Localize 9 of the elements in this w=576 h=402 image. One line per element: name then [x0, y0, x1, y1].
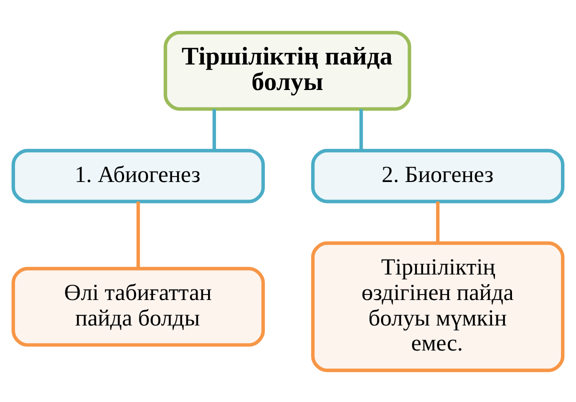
- connector: [359, 108, 363, 150]
- connector: [436, 201, 440, 242]
- node-box: Тіршіліктің өздігінен пайда болуы мүмкін емес.: [311, 240, 564, 372]
- node-box: 2. Биогенез: [311, 148, 564, 203]
- node-box: Тіршіліктің пайда болуы: [164, 30, 412, 110]
- connector: [212, 108, 216, 150]
- node-box: 1. Абиогенез: [12, 148, 265, 203]
- connector: [136, 201, 140, 268]
- node-box: Өлі табиғаттан пайда болды: [12, 266, 265, 346]
